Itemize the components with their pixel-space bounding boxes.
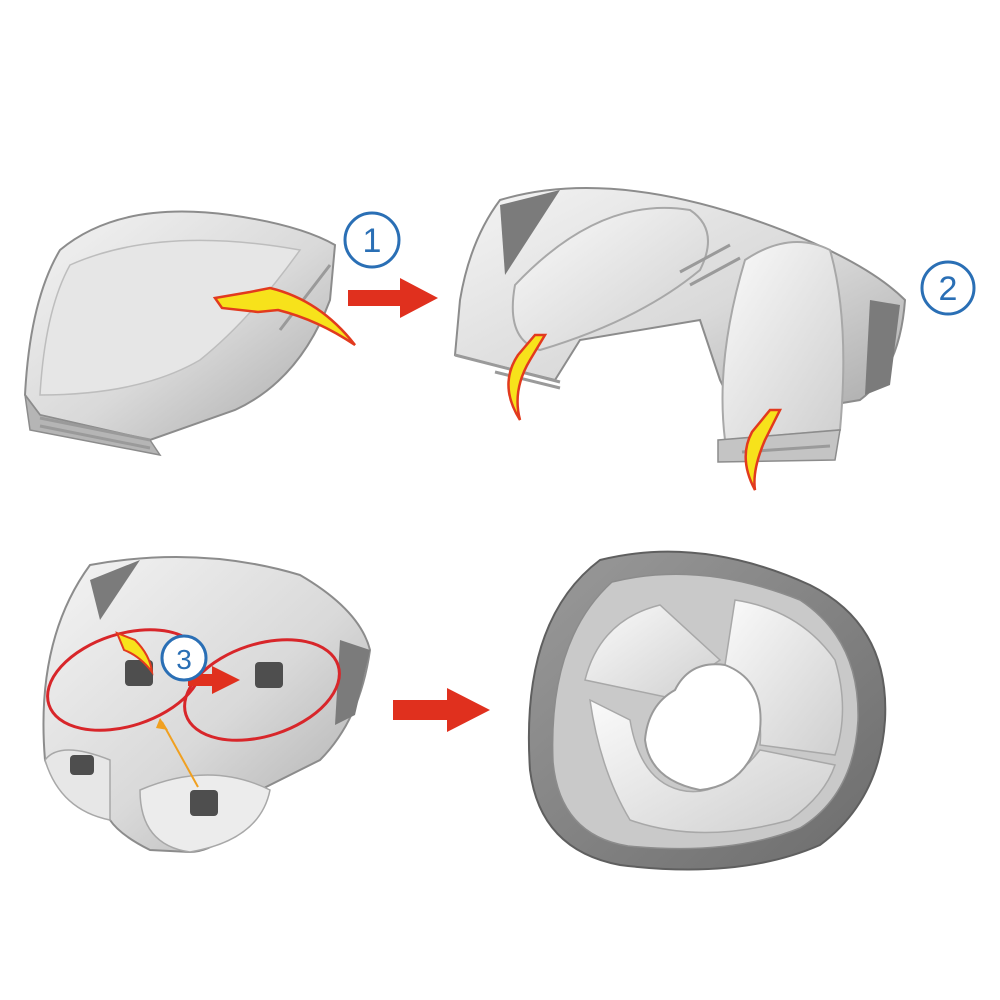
curved-fold-arrow-icon: [212, 286, 356, 347]
right-arrow-icon: [188, 666, 240, 694]
right-arrow-icon: [348, 278, 438, 318]
latch-clip: [70, 660, 283, 816]
step-badge-3: 3: [160, 634, 208, 682]
folded-seat: [23, 210, 356, 457]
unfolding-seat: [453, 187, 907, 491]
locking-seat: [42, 556, 372, 854]
curved-fold-arrow-icon: [115, 631, 154, 676]
step-badge-1: 1: [343, 211, 401, 269]
step-number-1: 1: [363, 222, 382, 260]
assembled-seat: [527, 550, 887, 871]
curved-fold-arrow-icon: [744, 408, 783, 491]
push-arrow-icon: [161, 721, 199, 788]
hinge-pins: [39, 264, 332, 450]
seat-pad-bottom: [589, 698, 836, 834]
right-arrow-icon: [393, 688, 490, 732]
push-arrow-head: [156, 718, 168, 730]
step-badge-2: 2: [920, 260, 976, 316]
step-number-2: 2: [939, 270, 958, 308]
step-number-3: 3: [176, 644, 192, 675]
seat-hole: [643, 663, 762, 792]
curved-fold-arrow-icon: [507, 333, 548, 421]
